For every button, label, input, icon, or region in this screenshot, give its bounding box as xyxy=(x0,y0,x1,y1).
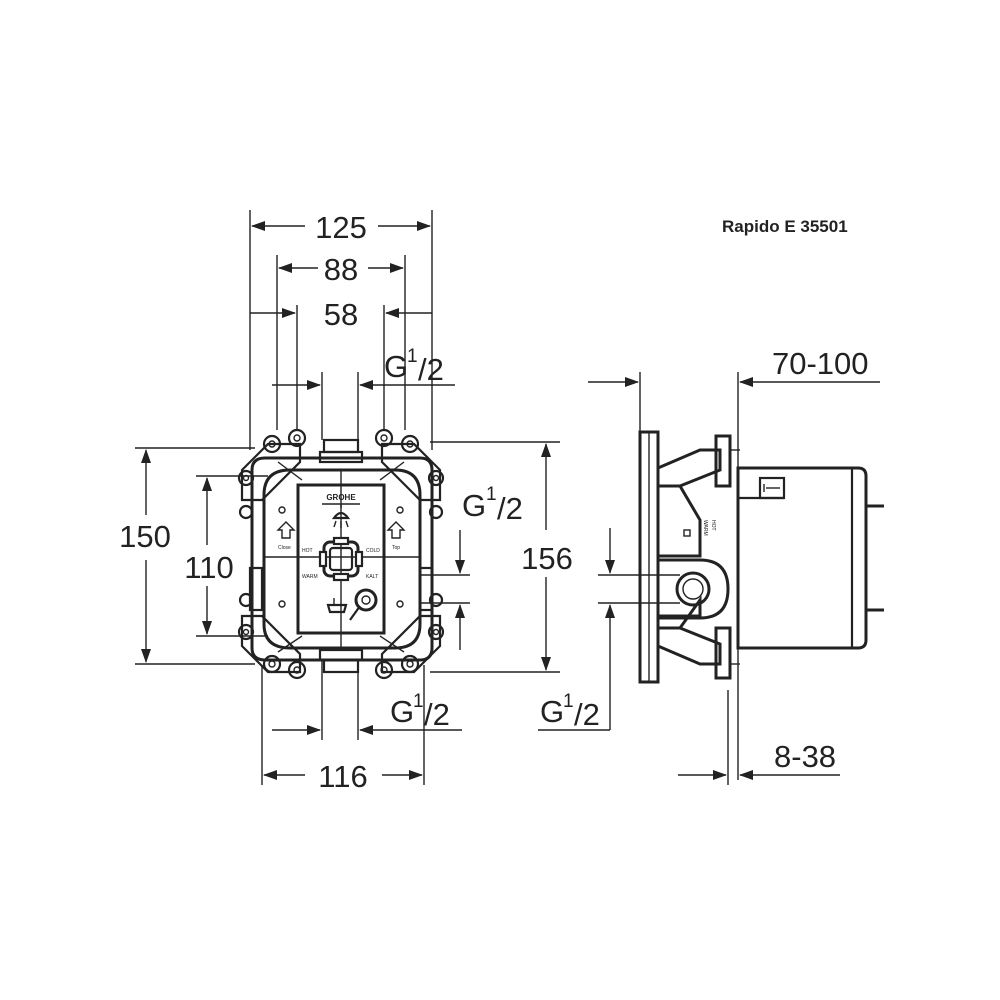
thread-side-den: /2 xyxy=(574,697,600,732)
dim-width-inner: 58 xyxy=(250,297,432,332)
thread-side-num: 1 xyxy=(563,691,574,712)
dim-label-116: 116 xyxy=(318,759,367,794)
plate-label-kalt: KALT xyxy=(366,574,378,580)
plate-label-hot: HOT xyxy=(302,548,313,554)
valve-core-icon xyxy=(318,536,364,582)
dim-label-125: 125 xyxy=(315,210,367,245)
thread-right-den: /2 xyxy=(497,491,523,526)
side-label-hot: HOT xyxy=(710,520,716,531)
corner-flange-br xyxy=(374,614,445,680)
corner-flange-tl xyxy=(237,428,307,502)
model-label: Rapido E 35501 xyxy=(722,217,848,236)
side-view: 70-100 8-38 G 1 /2 xyxy=(538,346,884,785)
side-label-warm: WARM xyxy=(702,520,708,536)
dim-label-58: 58 xyxy=(324,297,358,332)
thread-right-g: G xyxy=(462,488,486,523)
dim-width-mid: 88 xyxy=(278,252,404,287)
corner-flange-tr xyxy=(374,428,445,502)
dim-depth-range: 70-100 xyxy=(588,346,880,387)
thread-bottom-den: /2 xyxy=(424,697,450,732)
dim-width-bottom: 116 xyxy=(261,665,425,794)
dim-height-inner: 110 xyxy=(184,475,268,637)
dim-thread-right: G 1 /2 xyxy=(420,484,523,650)
thread-top-g: G xyxy=(384,349,408,384)
dim-label-70-100: 70-100 xyxy=(772,346,869,381)
dim-label-110: 110 xyxy=(184,550,233,585)
front-view: 125 88 58 G 1 /2 150 xyxy=(119,210,573,794)
dim-thread-top: G 1 /2 xyxy=(272,346,455,390)
corner-flange-bl xyxy=(237,614,307,680)
thread-top-num: 1 xyxy=(407,346,418,367)
dim-height-total: 156 xyxy=(430,441,573,673)
bath-lever-icon xyxy=(326,588,378,621)
thread-top-den: /2 xyxy=(418,352,444,387)
thread-right-num: 1 xyxy=(486,484,497,505)
plate-label-warm: WARM xyxy=(302,574,318,580)
dim-height-outer: 150 xyxy=(119,447,255,665)
dim-label-156: 156 xyxy=(521,541,573,576)
dim-label-88: 88 xyxy=(324,252,358,287)
valve-body-front: Close Top GROHE HOT xyxy=(237,428,445,680)
thread-bottom-num: 1 xyxy=(413,691,424,712)
dim-thread-side: G 1 /2 xyxy=(538,528,680,732)
dim-wall-range: 8-38 xyxy=(678,739,840,780)
plate-label-close: Close xyxy=(278,545,291,551)
shower-icon xyxy=(331,504,351,528)
dim-label-8-38: 8-38 xyxy=(774,739,836,774)
dim-thread-bottom: G 1 /2 xyxy=(272,660,462,740)
thread-bottom-g: G xyxy=(390,694,414,729)
dim-width-outer: 125 xyxy=(251,210,431,245)
plate-label-cold: COLD xyxy=(366,548,380,554)
dim-label-150: 150 xyxy=(119,519,171,554)
thread-side-g: G xyxy=(540,694,564,729)
valve-body-side: WARM HOT xyxy=(638,430,884,684)
plate-label-top: Top xyxy=(392,545,400,551)
grohe-logo: GROHE xyxy=(326,493,356,502)
